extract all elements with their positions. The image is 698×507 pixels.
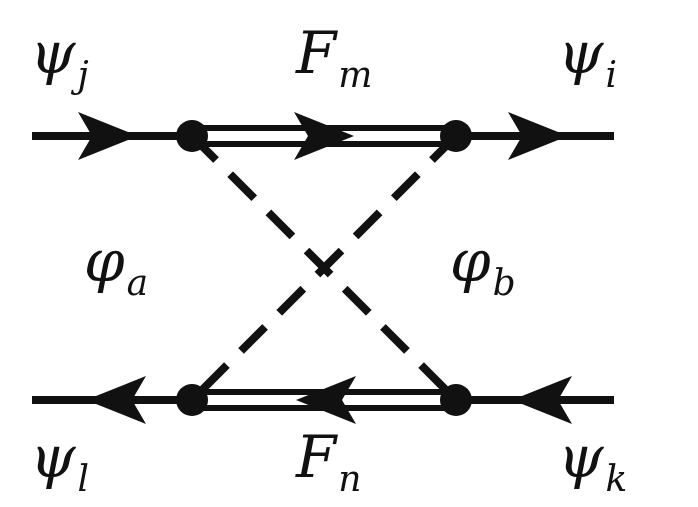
label-phi-b-sub: b — [492, 263, 516, 304]
label-phi-b-main: φ — [450, 227, 491, 295]
vertex-top-right — [440, 120, 472, 152]
label-psi-j-main: ψ — [30, 19, 76, 87]
label-psi-k-sub: k — [605, 459, 628, 500]
bottom-right-arrow — [512, 376, 572, 424]
label-psi-j-sub: j — [77, 55, 89, 96]
label-F-n-sub: n — [338, 459, 362, 500]
bottom-middle-arrow — [296, 376, 356, 424]
label-psi-l: ψl — [30, 428, 89, 498]
vertex-top-left — [176, 120, 208, 152]
label-phi-b: φb — [450, 232, 516, 302]
label-psi-l-sub: l — [77, 459, 89, 500]
label-F-n: Fn — [296, 428, 361, 498]
label-psi-i: ψi — [558, 24, 617, 94]
label-phi-a-main: φ — [84, 227, 125, 295]
vertex-bottom-left — [176, 384, 208, 416]
label-psi-k: ψk — [558, 428, 627, 498]
top-right-arrow — [508, 112, 568, 160]
label-psi-j: ψj — [30, 24, 89, 94]
scalar-line-b — [189, 133, 459, 403]
label-F-m: Fm — [296, 24, 372, 94]
label-psi-l-main: ψ — [30, 423, 76, 491]
bottom-left-arrow — [86, 376, 146, 424]
label-phi-a-sub: a — [126, 263, 149, 304]
vertex-bottom-right — [440, 384, 472, 416]
top-left-arrow — [78, 112, 138, 160]
label-F-m-main: F — [296, 19, 337, 87]
label-F-m-sub: m — [338, 55, 373, 96]
top-middle-arrow — [294, 112, 354, 160]
label-psi-i-sub: i — [605, 55, 617, 96]
label-F-n-main: F — [296, 423, 337, 491]
label-psi-k-main: ψ — [558, 423, 604, 491]
label-psi-i-main: ψ — [558, 19, 604, 87]
label-phi-a: φa — [84, 232, 148, 302]
